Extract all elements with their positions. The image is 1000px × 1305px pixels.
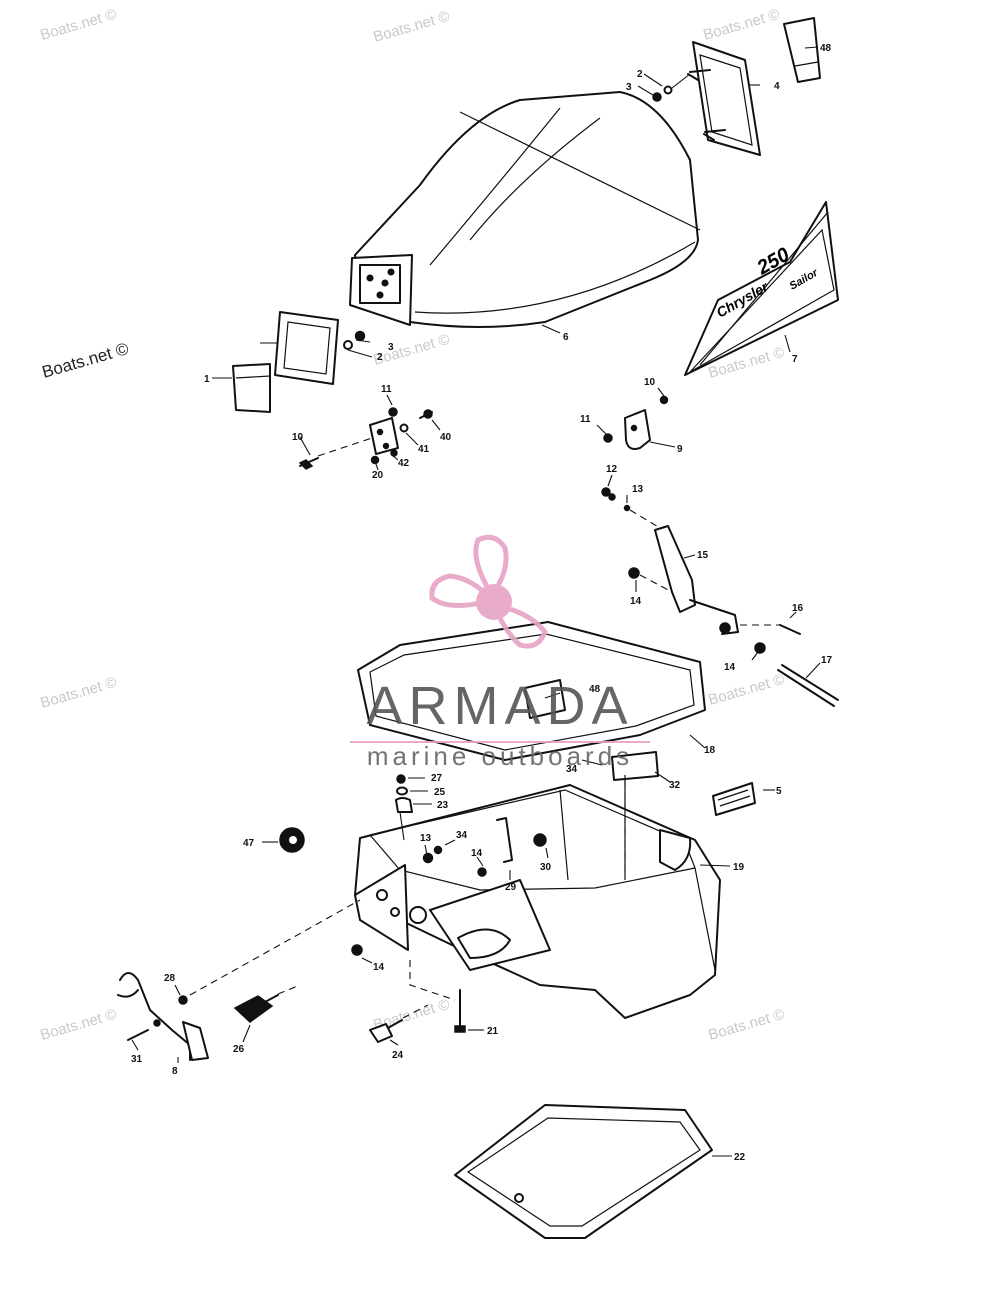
callout-24: 24	[392, 1050, 404, 1061]
site-watermark: Boats.net ©	[706, 1006, 786, 1044]
callout-13b: 13	[420, 833, 432, 844]
callout-23: 23	[437, 800, 449, 811]
callout-33: 34	[566, 764, 578, 775]
lever-15	[601, 487, 839, 707]
callout-28: 28	[164, 973, 176, 984]
washer-2b	[343, 340, 353, 350]
callout-40: 40	[440, 432, 452, 443]
top-cowl	[349, 91, 701, 328]
nut-3	[652, 92, 662, 102]
decal-32	[611, 751, 659, 781]
callout-19: 19	[733, 862, 745, 873]
propeller-logo	[429, 534, 548, 649]
decal-43	[783, 17, 821, 83]
callout-8: 8	[172, 1066, 178, 1077]
callout-14: 14	[630, 596, 642, 607]
callout-41: 41	[418, 444, 430, 455]
bolt-21	[454, 989, 466, 1033]
site-watermark: Boats.net ©	[38, 6, 118, 44]
latch-bracket	[298, 407, 433, 470]
hook-bracket	[603, 395, 669, 450]
harness-bracket	[117, 899, 361, 1061]
site-watermark-main: Boats.net ©	[40, 339, 131, 382]
callout-27: 27	[431, 773, 443, 784]
callout-11b: 11	[580, 414, 591, 425]
site-watermark: Boats.net ©	[38, 674, 118, 712]
washer-2	[663, 85, 673, 95]
callout-26: 26	[233, 1044, 245, 1055]
callout-31: 31	[131, 1054, 143, 1065]
callout-10b: 10	[644, 377, 656, 388]
site-watermark: Boats.net ©	[38, 1006, 118, 1044]
front-decal-1	[232, 363, 271, 413]
armada-tagline: marine outboards	[367, 741, 633, 771]
grommet-47	[279, 827, 305, 853]
callout-29: 29	[505, 882, 517, 893]
armada-watermark: ARMADA marine outboards	[350, 534, 650, 771]
callout-15: 15	[697, 550, 709, 561]
bottom-cowl	[354, 775, 721, 1019]
callout-34: 34	[456, 830, 468, 841]
nut-14	[351, 944, 363, 956]
callout-47: 47	[243, 838, 255, 849]
callout-32: 32	[669, 780, 681, 791]
callout-14d: 14	[373, 962, 385, 973]
callout-3: 3	[626, 82, 632, 93]
leader-lines	[131, 46, 821, 1157]
seal-18	[357, 621, 706, 761]
nut-3b	[354, 330, 366, 342]
gasket-22	[454, 1104, 713, 1239]
callout-21: 21	[487, 1026, 499, 1037]
fastener-stack	[395, 774, 413, 841]
site-watermark: Boats.net ©	[701, 6, 781, 44]
site-watermark: Boats.net ©	[371, 331, 451, 369]
callout-20: 20	[372, 470, 384, 481]
callout-2b: 2	[377, 352, 383, 363]
front-decal-44	[274, 311, 339, 385]
callout-labels: 48 4 2 3 6 7 1 3 2 11 10 40 41 42 20 10 …	[131, 43, 833, 1163]
callout-25: 25	[434, 787, 446, 798]
callout-10: 10	[292, 432, 304, 443]
callout-14c: 14	[471, 848, 483, 859]
assembly-guide	[409, 960, 456, 1001]
callout-18: 18	[704, 745, 716, 756]
callout-2: 2	[637, 69, 643, 80]
rear-plate	[687, 41, 761, 156]
callout-22: 22	[734, 1152, 746, 1163]
callout-1: 1	[204, 374, 210, 385]
site-watermark: Boats.net ©	[371, 8, 451, 46]
site-watermark: Boats.net ©	[706, 671, 786, 709]
callout-17: 17	[821, 655, 833, 666]
callout-12: 12	[606, 464, 618, 475]
callout-5: 5	[776, 786, 782, 797]
callout-3b: 3	[388, 342, 394, 353]
callout-42: 42	[398, 458, 410, 469]
armada-brand: ARMADA	[366, 676, 633, 736]
callout-16: 16	[792, 603, 804, 614]
knob-26	[233, 984, 301, 1023]
callout-4: 4	[774, 81, 780, 92]
callout-9: 9	[677, 444, 683, 455]
callout-13: 13	[632, 484, 644, 495]
callout-7: 7	[792, 354, 798, 365]
fitting-24	[369, 1004, 429, 1043]
decal-5	[712, 782, 756, 816]
callout-43: 48	[820, 43, 832, 54]
callout-30: 30	[540, 862, 552, 873]
callout-11: 11	[381, 384, 392, 395]
callout-48-label: 48	[589, 684, 601, 695]
callout-14b: 14	[724, 662, 736, 673]
callout-6: 6	[563, 332, 569, 343]
